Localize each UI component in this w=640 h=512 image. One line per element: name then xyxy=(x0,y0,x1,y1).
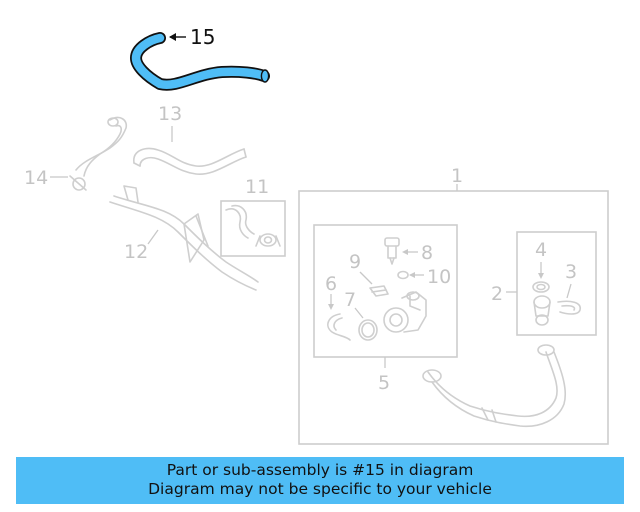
callout-14-label: 14 xyxy=(24,167,48,189)
callout-4-label: 4 xyxy=(535,239,547,261)
banner-line-2: Diagram may not be specific to your vehi… xyxy=(148,480,492,498)
callout-9-label: 9 xyxy=(349,251,361,273)
callout-13: 13 xyxy=(158,103,182,142)
thermostat-housing[interactable] xyxy=(383,291,427,333)
callout-15: 15 xyxy=(169,25,215,49)
callout-13-label: 13 xyxy=(158,103,182,125)
callout-4: 4 xyxy=(535,239,547,279)
part-6-clamp[interactable] xyxy=(327,313,351,341)
callout-1: 1 xyxy=(451,165,463,191)
callout-11: 11 xyxy=(245,176,269,198)
callout-15-label: 15 xyxy=(190,25,215,49)
callout-12-label: 12 xyxy=(124,241,148,263)
callout-14: 14 xyxy=(24,167,68,189)
callout-10: 10 xyxy=(409,266,451,288)
assembly-2-box[interactable] xyxy=(516,231,597,336)
part-9-clip[interactable] xyxy=(369,285,389,297)
part-11-box[interactable] xyxy=(220,200,286,257)
banner-line-1: Part or sub-assembly is #15 in diagram xyxy=(166,461,474,479)
part-14-hose[interactable] xyxy=(69,116,128,191)
part-13-hose[interactable] xyxy=(133,147,247,175)
part-10-seal[interactable] xyxy=(397,270,409,280)
part-4-seal[interactable] xyxy=(532,281,550,293)
callout-12: 12 xyxy=(124,229,159,263)
callout-3-label: 3 xyxy=(565,261,577,283)
callout-8: 8 xyxy=(402,242,433,264)
callout-11-label: 11 xyxy=(245,176,269,198)
radiator-hose[interactable] xyxy=(422,344,567,428)
fitting[interactable] xyxy=(533,295,551,326)
callout-2-label: 2 xyxy=(491,283,503,305)
callout-6: 6 xyxy=(325,273,337,310)
part-3-clip[interactable] xyxy=(557,300,581,315)
part-12-pipe[interactable] xyxy=(109,185,259,291)
part-15-hose[interactable] xyxy=(130,32,270,91)
callout-7-label: 7 xyxy=(344,289,356,311)
callout-8-label: 8 xyxy=(421,242,433,264)
callout-9: 9 xyxy=(349,251,373,285)
callout-5: 5 xyxy=(378,357,390,394)
callout-1-label: 1 xyxy=(451,165,463,187)
assembly-1-box[interactable] xyxy=(298,190,609,445)
part-8-sensor[interactable] xyxy=(384,237,400,265)
callout-3: 3 xyxy=(565,261,577,299)
callout-5-label: 5 xyxy=(378,372,390,394)
info-banner: Part or sub-assembly is #15 in diagram D… xyxy=(16,457,624,504)
callout-10-label: 10 xyxy=(427,266,451,288)
callout-6-label: 6 xyxy=(325,273,337,295)
callout-2: 2 xyxy=(491,283,517,305)
callout-7: 7 xyxy=(344,289,364,319)
part-7-oring[interactable] xyxy=(358,319,378,341)
